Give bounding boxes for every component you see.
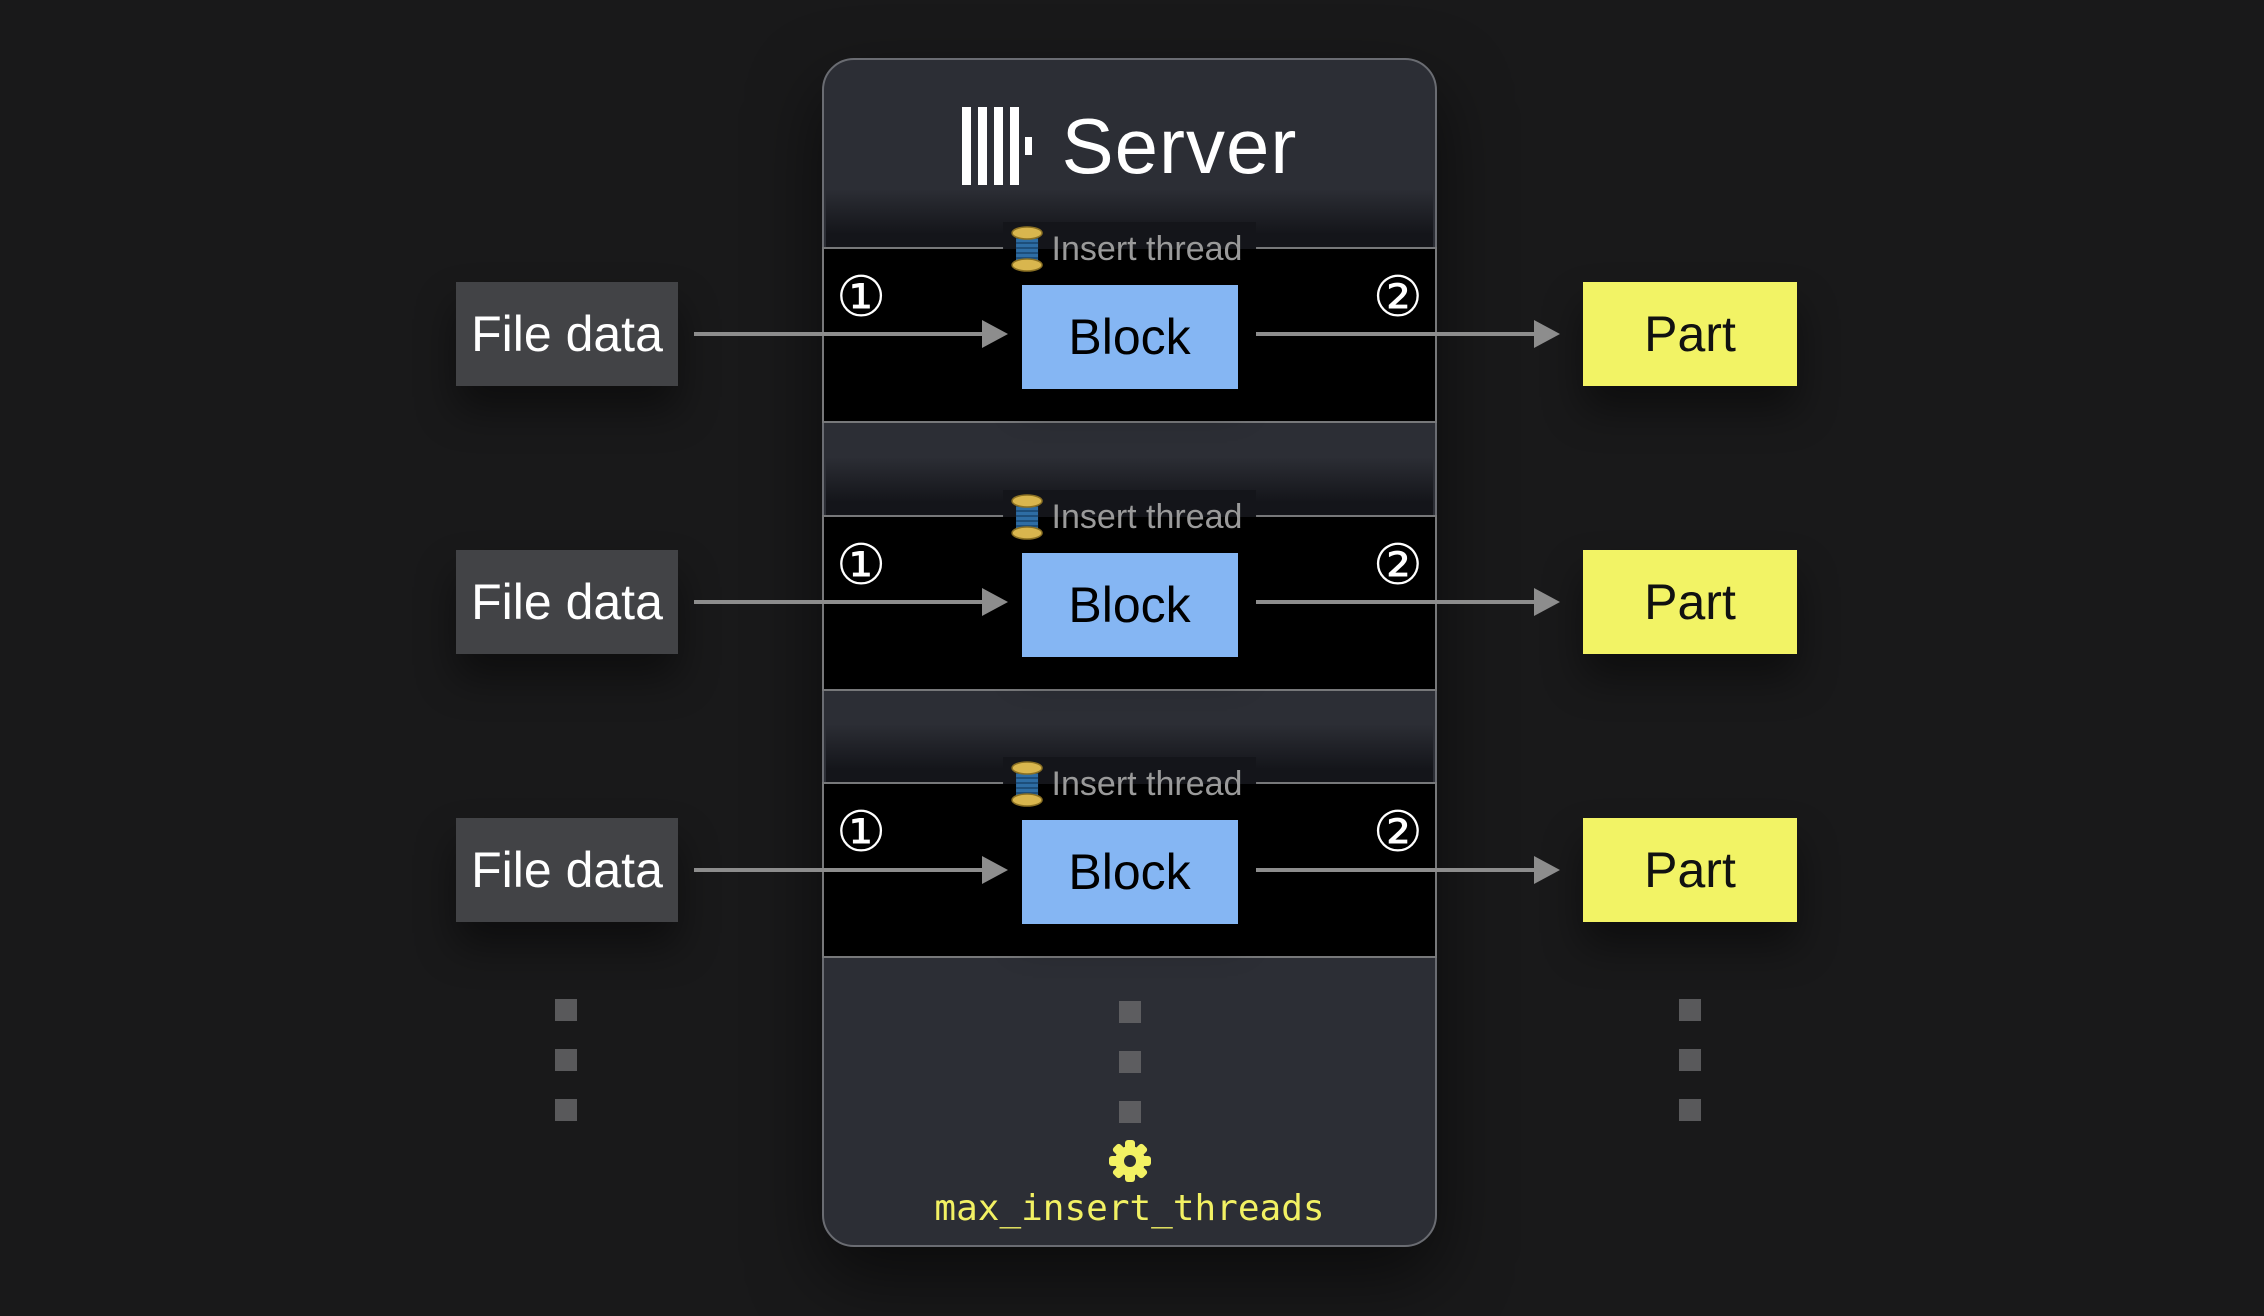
thread-spool-icon [1010,761,1043,807]
arrowhead-icon [1534,320,1560,348]
ellipsis-dot [1118,1051,1141,1073]
arrow-block-to-part [1256,332,1536,336]
ellipsis-dot [555,999,577,1021]
ellipsis-dot [1679,1049,1701,1071]
ellipsis-dot [555,1049,577,1071]
arrowhead-icon [1534,856,1560,884]
file-data-box: File data [456,818,678,922]
thread-spool-icon [1010,226,1043,272]
file-data-label: File data [471,842,663,898]
block-box: Block [1021,285,1238,389]
insert-thread-legend: Insert thread [1002,757,1257,811]
block-label: Block [1068,309,1191,365]
step-2-marker: ② [1372,265,1423,330]
ellipsis-dot [1679,999,1701,1021]
arrow-file-to-block [694,600,984,604]
server-title-label: Server [1061,101,1298,190]
file-data-box: File data [456,550,678,654]
insert-thread-label: Insert thread [1051,229,1243,268]
clickhouse-bars-logo-icon [961,107,1032,185]
arrow-block-to-part [1256,600,1536,604]
ellipsis-dot [1118,1101,1141,1123]
ellipsis-dot [555,1099,577,1121]
block-box: Block [1021,820,1238,924]
arrowhead-icon [1534,588,1560,616]
insert-thread-legend: Insert thread [1002,222,1257,276]
server-panel: Server Insert thread ① ② Block [822,58,1437,1247]
arrowhead-icon [982,320,1008,348]
insert-thread-label: Insert thread [1051,497,1243,536]
insert-thread-label: Insert thread [1051,764,1243,803]
block-label: Block [1068,577,1191,633]
arrowhead-icon [982,856,1008,884]
step-2-marker: ② [1372,800,1423,865]
step-1-marker: ① [836,265,887,330]
gear-icon [1106,1137,1154,1185]
max-insert-threads-setting: max_insert_threads [934,1188,1325,1229]
block-label: Block [1068,844,1191,900]
step-1-marker: ① [836,800,887,865]
part-box: Part [1583,282,1797,386]
step-1-marker: ① [836,533,887,598]
part-label: Part [1644,574,1736,630]
ellipsis-dot [1679,1099,1701,1121]
part-label: Part [1644,306,1736,362]
part-box: Part [1583,550,1797,654]
thread-spool-icon [1010,494,1043,540]
arrowhead-icon [982,588,1008,616]
part-box: Part [1583,818,1797,922]
server-title: Server [824,98,1435,194]
insert-thread-legend: Insert thread [1002,490,1257,544]
file-data-box: File data [456,282,678,386]
file-data-label: File data [471,306,663,362]
arrow-file-to-block [694,332,984,336]
block-box: Block [1021,553,1238,657]
file-data-label: File data [471,574,663,630]
part-label: Part [1644,842,1736,898]
arrow-block-to-part [1256,868,1536,872]
step-2-marker: ② [1372,533,1423,598]
arrow-file-to-block [694,868,984,872]
ellipsis-dot [1118,1001,1141,1023]
